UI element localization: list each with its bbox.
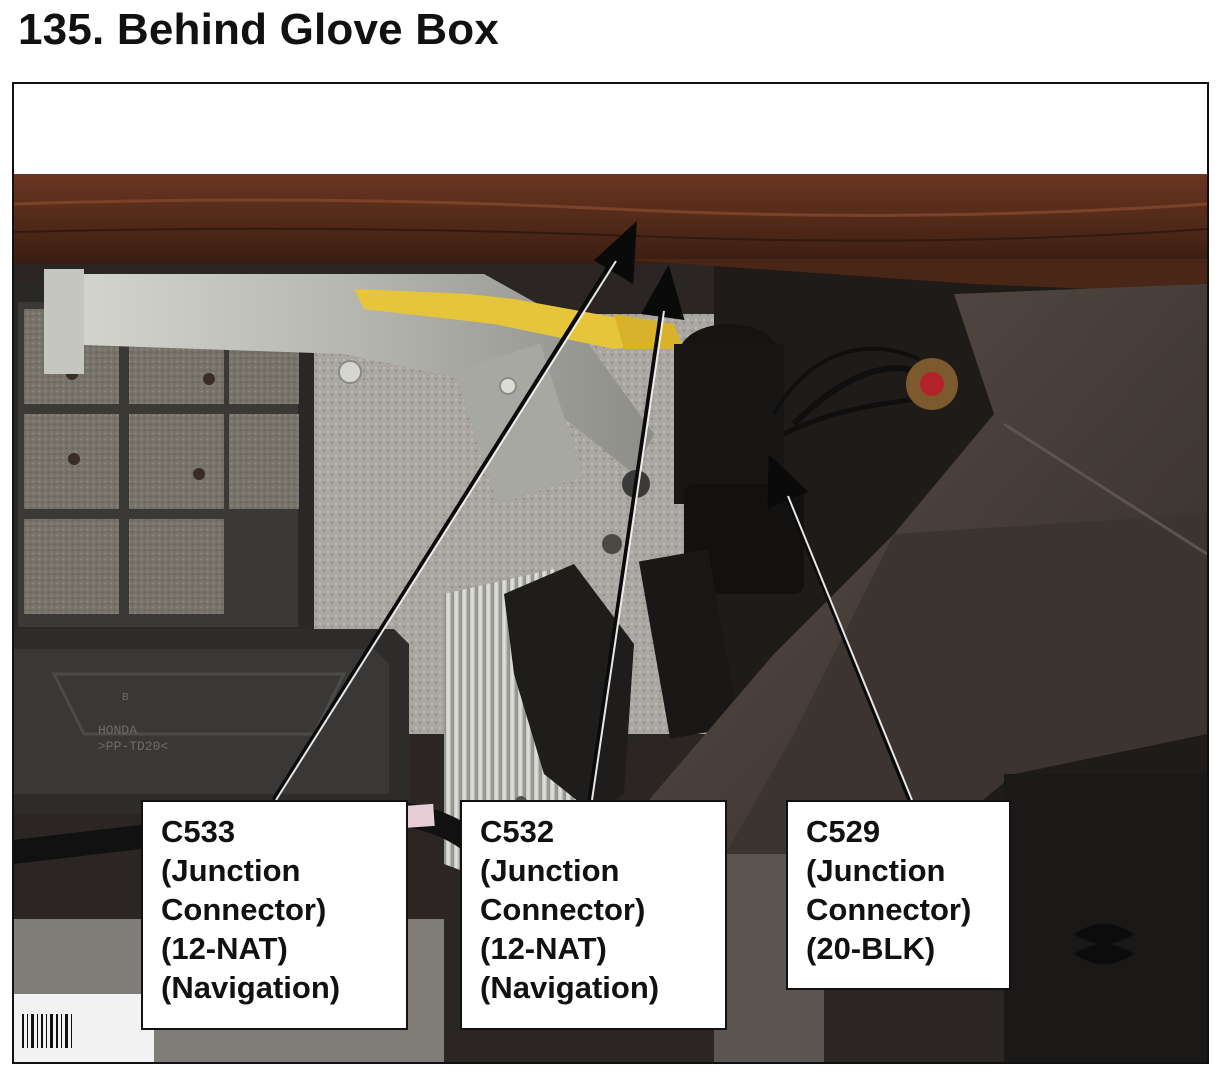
callout-line: (Navigation) <box>480 970 660 1005</box>
callout-arrows <box>271 221 913 802</box>
callout-line: (12-NAT) <box>480 931 607 966</box>
figure-frame: B HONDA >PP-TD20< <box>12 82 1209 1064</box>
callout-line: C533 <box>161 814 236 849</box>
callout-line: (Navigation) <box>161 970 341 1005</box>
barcode-graphic <box>22 1014 72 1048</box>
arrow-c529 <box>783 493 913 801</box>
callout-c532: C532 (Junction Connector) (12-NAT) (Navi… <box>460 800 727 1030</box>
photo-behind-glove-box: B HONDA >PP-TD20< <box>14 174 1207 1062</box>
foam-filter-cells <box>24 309 299 614</box>
arrow-c533-head <box>593 221 637 285</box>
callout-line: (12-NAT) <box>161 931 288 966</box>
callout-line: Connector) <box>806 892 972 927</box>
emboss-b: B <box>122 692 129 703</box>
callout-line: C529 <box>806 814 881 849</box>
emboss-part: >PP-TD20< <box>98 739 168 754</box>
callout-line: Connector) <box>480 892 646 927</box>
arrow-c533 <box>271 257 617 802</box>
callout-line: C532 <box>480 814 555 849</box>
callout-line: (Junction <box>161 853 301 888</box>
callout-c533: C533 (Junction Connector) (12-NAT) (Navi… <box>141 800 408 1030</box>
emboss-brand: HONDA <box>98 723 137 738</box>
arrow-c532 <box>587 308 665 801</box>
callout-line: (20-BLK) <box>806 931 936 966</box>
page-title: 135. Behind Glove Box <box>18 5 500 54</box>
callout-line: (Junction <box>806 853 946 888</box>
arrow-c529-head <box>767 454 809 509</box>
callout-c529: C529 (Junction Connector) (20-BLK) <box>786 800 1011 990</box>
callout-line: Connector) <box>161 892 327 927</box>
callout-line: (Junction <box>480 853 620 888</box>
arrow-c532-head <box>641 264 685 321</box>
